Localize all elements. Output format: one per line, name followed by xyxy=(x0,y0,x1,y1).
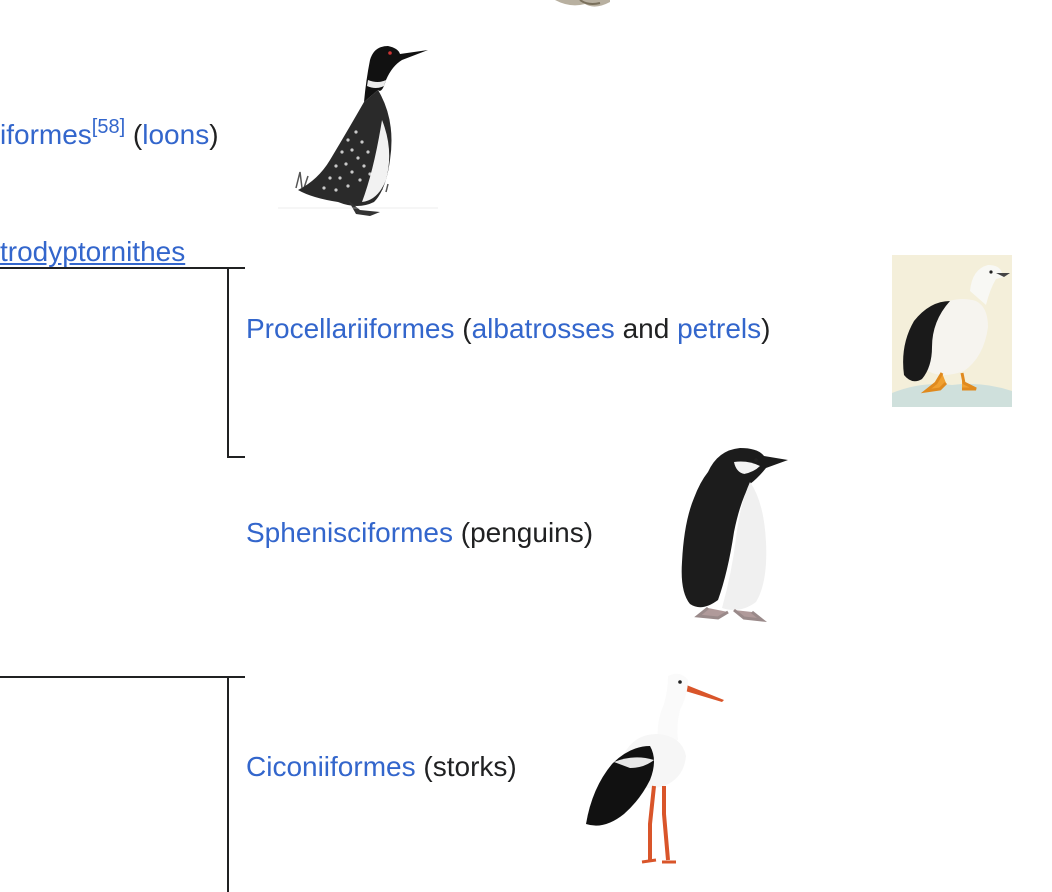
reference-58-link[interactable]: [58] xyxy=(91,116,126,138)
ciconiiformes-link[interactable]: Ciconiiformes xyxy=(246,751,416,782)
clade-branch-vertical xyxy=(227,267,229,458)
loons-link[interactable]: loons xyxy=(142,119,210,150)
ciconiiformes-label: Ciconiiformes (storks) xyxy=(246,750,517,784)
loon-image xyxy=(278,46,438,216)
procellariiformes-paren-open: ( xyxy=(454,313,472,344)
clade-label: trodyptornithes xyxy=(0,235,185,269)
sphenisciformes-link[interactable]: Sphenisciformes xyxy=(246,517,453,548)
clade-branch-horizontal xyxy=(0,267,245,269)
petrels-link[interactable]: petrels xyxy=(677,313,762,344)
austrodyptornithes-link[interactable]: trodyptornithes xyxy=(0,236,186,267)
loons-paren-close: ) xyxy=(209,119,219,150)
clade-branch-bottom-tick xyxy=(227,456,245,458)
loons-paren-open: ( xyxy=(125,119,143,150)
top-bird-image-fragment xyxy=(555,0,610,7)
procellariiformes-label: Procellariiformes (albatrosses and petre… xyxy=(246,312,770,346)
lower-branch-vertical xyxy=(227,676,229,892)
procellariiformes-paren-close: ) xyxy=(761,313,771,344)
albatrosses-link[interactable]: albatrosses xyxy=(471,313,615,344)
sphenisciformes-label: Sphenisciformes (penguins) xyxy=(246,516,593,550)
gaviiformes-link[interactable]: iformes xyxy=(0,119,92,150)
loons-label: iformes[58] (loons) xyxy=(0,110,219,152)
storks-text: (storks) xyxy=(415,751,517,782)
procellariiformes-link[interactable]: Procellariiformes xyxy=(246,313,455,344)
lower-branch-horizontal xyxy=(0,676,245,678)
albatross-image xyxy=(892,255,1012,407)
penguins-text: (penguins) xyxy=(452,517,594,548)
procellariiformes-and: and xyxy=(614,313,678,344)
penguin-image xyxy=(681,448,788,623)
stork-image xyxy=(586,673,724,864)
